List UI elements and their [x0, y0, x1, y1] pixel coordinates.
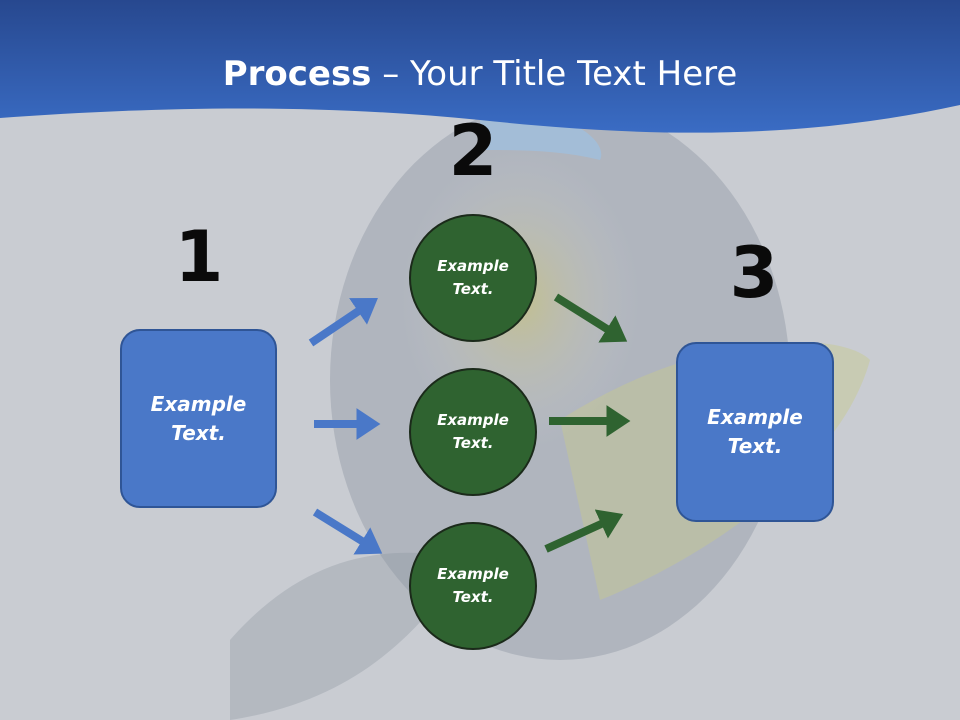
step-number-2: 2 [448, 110, 498, 192]
step-number-3: 3 [729, 232, 779, 314]
process-circle-top-text: Example Text. [437, 257, 509, 298]
title-rest: – Your Title Text Here [371, 54, 738, 94]
process-circle-top: Example Text. [409, 214, 537, 342]
process-circle-bottom: Example Text. [409, 522, 537, 650]
process-circle-middle: Example Text. [409, 368, 537, 496]
process-box-right: Example Text. [676, 342, 834, 522]
process-box-left-text: Example Text. [150, 391, 247, 445]
title-bold: Process [222, 54, 372, 94]
header-band [0, 0, 960, 133]
process-circle-middle-text: Example Text. [437, 411, 509, 452]
slide-title: Process – Your Title Text Here [0, 52, 960, 96]
step-number-1: 1 [174, 216, 224, 298]
process-circle-bottom-text: Example Text. [437, 565, 509, 606]
process-box-left: Example Text. [120, 329, 277, 508]
process-box-right-text: Example Text. [707, 405, 803, 458]
